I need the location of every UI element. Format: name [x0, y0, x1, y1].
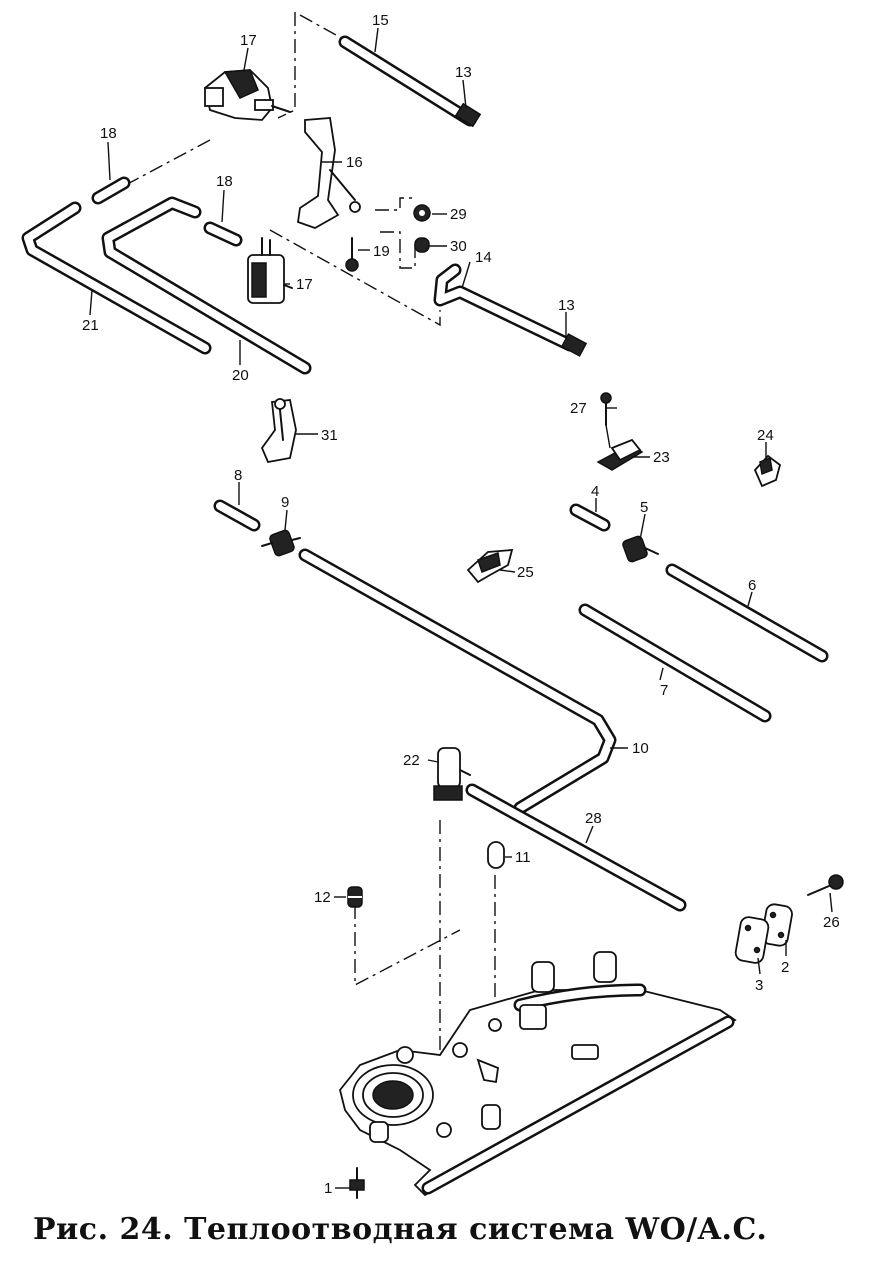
label-13-mid: 13	[558, 297, 575, 314]
part-7-tube	[578, 603, 772, 723]
label-10: 10	[632, 740, 649, 757]
part-3-gasket	[734, 916, 770, 964]
label-3: 3	[755, 977, 763, 994]
label-25: 25	[517, 564, 534, 581]
part-15-tube	[338, 35, 482, 128]
part-26-bolt	[807, 874, 844, 896]
part-14-bent-tube	[433, 263, 588, 357]
label-20: 20	[232, 367, 249, 384]
callout-labels: 15 13 17 18 18 16 29 30 19 17 14 13 21 2…	[82, 12, 840, 1197]
label-19: 19	[373, 243, 390, 260]
part-18-hose-a	[91, 176, 131, 205]
label-12: 12	[314, 889, 331, 906]
part-17-valve-top	[203, 69, 291, 121]
label-18-left: 18	[100, 125, 117, 142]
label-16: 16	[346, 154, 363, 171]
part-30-cap	[414, 237, 430, 253]
part-17-valve-bottom	[247, 237, 293, 304]
part-5-connector	[622, 535, 659, 563]
label-2: 2	[781, 959, 789, 976]
label-30: 30	[450, 238, 467, 255]
part-16-bracket	[297, 117, 361, 229]
label-21: 21	[82, 317, 99, 334]
part-20-bent-tube	[101, 196, 312, 375]
part-28-tube	[465, 783, 687, 912]
part-22-fitting	[433, 747, 471, 801]
label-8: 8	[234, 467, 242, 484]
label-24: 24	[757, 427, 774, 444]
label-17-bottom: 17	[296, 276, 313, 293]
label-9: 9	[281, 494, 289, 511]
label-22: 22	[403, 752, 420, 769]
label-29: 29	[450, 206, 467, 223]
label-7: 7	[660, 682, 668, 699]
part-23-clip	[596, 438, 644, 471]
label-28: 28	[585, 810, 602, 827]
part-24-clip	[753, 454, 782, 488]
part-25-clip	[466, 548, 514, 584]
label-27: 27	[570, 400, 587, 417]
label-18-right: 18	[216, 173, 233, 190]
part-18-hose-b	[203, 221, 243, 247]
part-1-fitting	[349, 1167, 365, 1199]
part-29-grommet	[413, 204, 431, 222]
label-11: 11	[515, 849, 531, 866]
assembly-lines	[119, 12, 496, 1130]
part-6-tube	[665, 563, 829, 663]
label-5: 5	[640, 499, 648, 516]
part-21-bent-tube	[21, 201, 212, 355]
part-27-screw	[600, 392, 612, 426]
part-4-sleeve	[569, 503, 611, 532]
label-17-top: 17	[240, 32, 257, 49]
label-26: 26	[823, 914, 840, 931]
label-31: 31	[321, 427, 338, 444]
part-19-bolt	[345, 237, 359, 272]
part-10-long-tube	[298, 548, 617, 815]
leader-lines	[89, 27, 833, 1189]
label-14: 14	[475, 249, 492, 266]
part-12-grommet	[347, 886, 363, 908]
label-6: 6	[748, 577, 756, 594]
label-15: 15	[372, 12, 389, 29]
label-23: 23	[653, 449, 670, 466]
part-31-clip	[260, 398, 297, 464]
intake-manifold-assembly	[339, 951, 737, 1197]
part-9-connector	[261, 529, 301, 557]
part-8-sleeve	[213, 499, 261, 532]
label-4: 4	[591, 483, 599, 500]
part-11-cap	[487, 841, 505, 869]
label-1: 1	[324, 1180, 332, 1197]
figure-caption: Рис. 24. Теплоотводная система WO/A.C.	[33, 1212, 768, 1247]
label-13-top: 13	[455, 64, 472, 81]
